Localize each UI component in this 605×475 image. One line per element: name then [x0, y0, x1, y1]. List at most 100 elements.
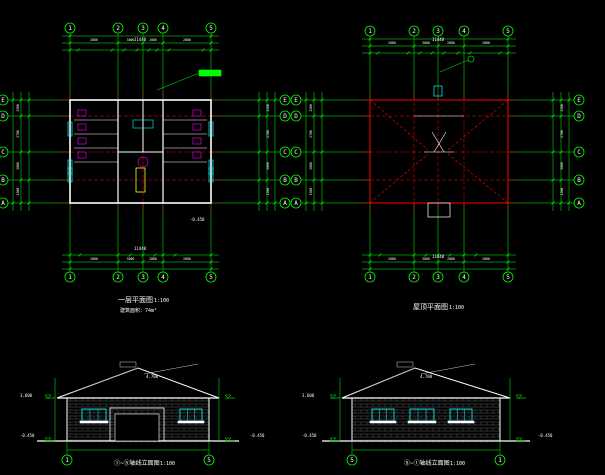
- left-plan-window: [67, 167, 73, 183]
- left-plan-row-bubble-right: [279, 174, 291, 186]
- dim-tick: [257, 114, 261, 118]
- dim-tick: [506, 260, 510, 264]
- dim-tick: [559, 98, 563, 102]
- left-plan-col-bubble-top-label: 5: [209, 25, 213, 32]
- right-plan-col-bubble-bottom-label: 5: [506, 274, 510, 281]
- dim-tick: [116, 41, 120, 45]
- left-plan-dim-text: 1500: [266, 188, 270, 196]
- left-elevation: ①~⑤轴线立面图 1:100 4.700 3.600 -0.450 -0.450: [20, 374, 265, 467]
- left-plan-dim-text: 2700: [16, 130, 20, 138]
- dim-tick: [68, 267, 72, 271]
- left-plan-toilet-fixture: [192, 109, 202, 117]
- left-plan-dim-text: 2880: [149, 257, 157, 261]
- dim-tick: [312, 150, 316, 154]
- dim-tick: [462, 260, 466, 264]
- right-elev-window: [371, 408, 395, 422]
- dim-tick: [506, 44, 510, 48]
- dim-tick: [273, 98, 277, 102]
- dim-tick: [567, 201, 571, 205]
- left-plan-col-bubble-bottom: [112, 271, 124, 283]
- dim-tick: [161, 253, 165, 257]
- dim-tick: [368, 51, 372, 55]
- right-plan-col-bubble-bottom: [432, 271, 444, 283]
- right-plan-dim-text: 3000: [422, 41, 430, 45]
- left-plan-dim-text: 2880: [90, 257, 98, 261]
- right-elev-level-triangle: [515, 437, 523, 442]
- right-plan-hip-line: [447, 99, 509, 151]
- left-plan-col-bubble-bottom: [205, 271, 217, 283]
- right-elev-ridge-elev: 4.700: [420, 374, 433, 379]
- right-plan-dim-text: 3000: [560, 162, 564, 170]
- dim-tick: [418, 51, 422, 55]
- left-plan-row-bubble-left-label: D: [1, 113, 5, 120]
- right-elev-note-box: [396, 361, 414, 368]
- left-plan-wash-basin: [132, 119, 154, 129]
- dim-tick: [436, 253, 440, 257]
- right-plan-dim-text: 3000: [309, 162, 313, 170]
- left-elev-window-sill: [79, 420, 109, 424]
- left-plan-dim-text: 1500: [16, 188, 20, 196]
- right-elev-roof: [341, 367, 511, 399]
- right-plan-row-bubble-right: [573, 197, 585, 209]
- left-plan-col-bubble-bottom-label: 3: [141, 274, 145, 281]
- left-elev-scale: 1:100: [160, 461, 175, 467]
- right-plan-col-bubble-bottom-label: 1: [368, 274, 372, 281]
- dim-tick: [265, 114, 269, 118]
- right-plan-col-bubble-top-label: 5: [506, 28, 510, 35]
- dim-tick: [430, 51, 434, 55]
- left-plan-toilet-fixture: [192, 151, 202, 159]
- left-elev-door-opening: [114, 413, 160, 442]
- dim-tick: [19, 178, 23, 182]
- dim-tick: [11, 98, 15, 102]
- dim-tick: [320, 201, 324, 205]
- left-plan-toilet-fixture: [77, 151, 87, 159]
- left-plan-top-total: 11440: [134, 37, 147, 42]
- right-plan-row-bubble-left-label: D: [294, 113, 298, 120]
- right-plan-col-bubble-bottom-label: 4: [462, 274, 466, 281]
- right-plan-dim-text: 2880: [482, 41, 490, 45]
- left-plan-toilet-fixture: [192, 123, 202, 131]
- left-plan-col-bubble-bottom: [64, 271, 76, 283]
- left-plan-callout-box: [198, 69, 222, 77]
- left-elev-eave-elev: 3.600: [20, 393, 33, 398]
- dim-tick: [173, 253, 177, 257]
- right-elev-axis-bubble-right-label: 1: [498, 457, 502, 464]
- left-plan-col-bubble-top-label: 1: [68, 25, 72, 32]
- dim-tick: [209, 260, 213, 264]
- dim-tick: [312, 98, 316, 102]
- right-plan-col-bubble-top-label: 4: [462, 28, 466, 35]
- left-elev-window: [179, 408, 203, 422]
- dim-tick: [320, 98, 324, 102]
- right-plan-slope-arrow: [431, 131, 445, 153]
- dim-tick: [209, 48, 213, 52]
- dim-tick: [468, 51, 472, 55]
- right-plan-col-bubble-top: [502, 25, 514, 37]
- right-elev-scale: 1:100: [450, 461, 465, 467]
- right-plan-col-bubble-top-label: 3: [436, 28, 440, 35]
- dim-tick: [167, 48, 171, 52]
- left-elev-window-sill: [177, 420, 205, 424]
- dim-tick: [68, 48, 72, 52]
- right-plan-col-bubble-top: [364, 25, 376, 37]
- right-plan-col-bubble-bottom-label: 2: [412, 274, 416, 281]
- left-elev-ridge-elev: 4.700: [146, 374, 159, 379]
- dim-tick: [19, 201, 23, 205]
- left-plan-dim-text: 2880: [90, 38, 98, 42]
- dim-tick: [436, 44, 440, 48]
- right-elev-window-sill: [369, 420, 397, 424]
- right-plan-col-bubble-top-label: 1: [368, 28, 372, 35]
- left-plan-toilet-fixture: [192, 137, 202, 145]
- dim-tick: [559, 114, 563, 118]
- left-elev-level-triangle: [44, 437, 52, 442]
- right-plan-row-bubble-left-label: E: [294, 97, 298, 104]
- right-plan-eave-outline: [369, 99, 509, 204]
- right-plan: 11440 11440 屋顶平面图 1:100: [413, 37, 464, 311]
- left-plan-exterior-wall: [69, 99, 212, 204]
- dim-tick: [135, 48, 139, 52]
- dim-tick: [378, 253, 382, 257]
- dim-tick: [551, 98, 555, 102]
- left-plan-row-bubble-right-label: C: [283, 149, 287, 156]
- dim-tick: [412, 44, 416, 48]
- right-plan-dim-text: 2880: [447, 257, 455, 261]
- dim-tick: [265, 98, 269, 102]
